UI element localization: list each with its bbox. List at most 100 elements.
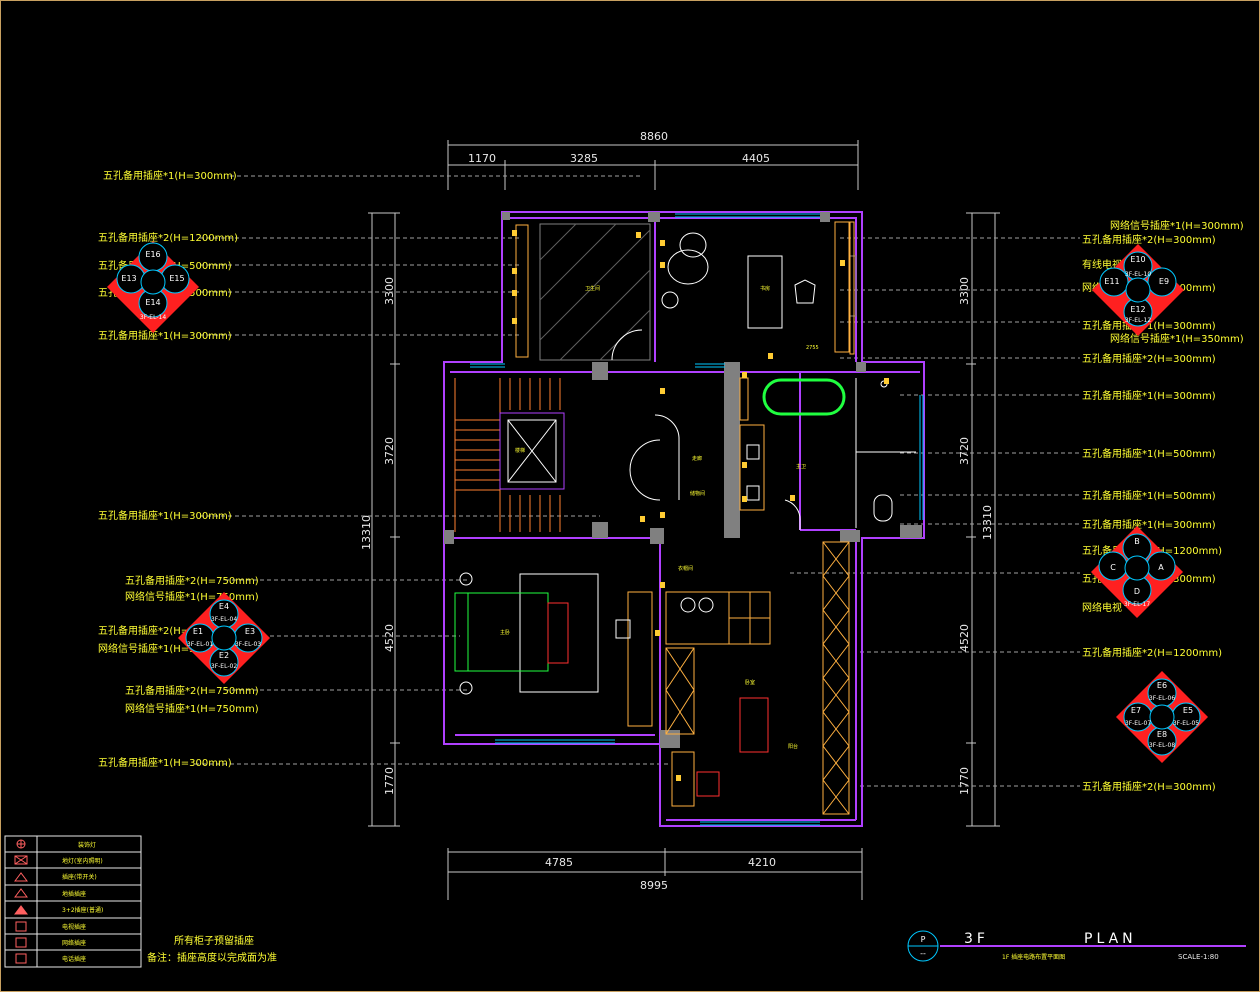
room-label-bath: 卫生间 xyxy=(585,285,600,292)
cluster3-code-l: 3F-EL-01 xyxy=(187,641,213,648)
symbol-bottom: -- xyxy=(920,949,926,958)
cluster4-bottom: D xyxy=(1134,587,1140,596)
dim-top-total: 8860 xyxy=(640,130,668,143)
legend-row-6: 电视插座 xyxy=(62,923,86,931)
right-label-9: 五孔备用插座*1(H=500mm) xyxy=(1082,447,1216,460)
left-label-12: 网络信号插座*1(H=750mm) xyxy=(125,702,259,715)
furniture xyxy=(454,221,916,815)
cluster2-right: E9 xyxy=(1159,277,1169,286)
left-label-6: 五孔备用插座*1(H=300mm) xyxy=(98,509,232,522)
dim-bottom-total: 8995 xyxy=(640,879,668,892)
cluster3-code: 3F-EL-04 xyxy=(211,616,237,623)
dim-bottom-2: 4210 xyxy=(748,856,776,869)
cluster4-right: A xyxy=(1158,563,1164,572)
wall-fills xyxy=(444,212,922,748)
right-label-5: 五孔备用插座*1(H=300mm) xyxy=(1082,319,1216,332)
cluster4-left: C xyxy=(1110,563,1116,572)
cluster1-left: E13 xyxy=(121,274,136,283)
legend-row-3: 插座(带开关) xyxy=(62,873,97,881)
dim-right-1: 3300 xyxy=(958,277,971,305)
socket-marks xyxy=(512,230,889,781)
left-labels: 五孔备用插座*1(H=300mm) 五孔备用插座*2(H=1200mm) 五孔备… xyxy=(98,169,259,769)
legend-floor-light-icon xyxy=(14,855,28,865)
title-block: P -- 3F PLAN 1F 插座电路布置平面图 SCALE-1:80 xyxy=(907,930,1246,962)
cluster3-right: E3 xyxy=(245,627,255,636)
cluster1-bottom: E14 xyxy=(145,298,160,307)
legend-socket-switch-icon xyxy=(14,872,28,882)
outlet-cluster-5: E6 E7 E5 E8 3F-EL-06 3F-EL-07 3F-EL-05 3… xyxy=(1116,671,1208,763)
right-label-1: 网络信号插座*1(H=300mm) xyxy=(1110,219,1244,232)
outlet-cluster-3: E4 E1 E3 E2 3F-EL-04 3F-EL-01 3F-EL-03 3… xyxy=(178,592,270,684)
left-label-11: 五孔备用插座*2(H=750mm) xyxy=(125,684,259,697)
cluster4-top: B xyxy=(1134,537,1140,546)
legend-symbols xyxy=(14,839,28,964)
title-plan: PLAN xyxy=(1084,931,1137,947)
room-label-study: 书房 xyxy=(760,285,770,292)
room-label-stairs: 楼梯 xyxy=(515,447,525,454)
cluster3-code-r: 3F-EL-03 xyxy=(235,641,261,648)
symbol-top: P xyxy=(921,935,926,944)
cluster2-bottom: E12 xyxy=(1130,305,1145,314)
windows xyxy=(470,213,924,826)
dim-right-2: 3720 xyxy=(958,437,971,465)
right-label-7: 五孔备用插座*2(H=300mm) xyxy=(1082,352,1216,365)
dim-left-4: 1770 xyxy=(383,767,396,795)
right-label-15: 五孔备用插座*2(H=1200mm) xyxy=(1082,646,1222,659)
note-line-2: 备注：插座高度以完成面为准 xyxy=(147,951,277,964)
cluster3-code-b: 3F-EL-02 xyxy=(211,663,237,670)
cluster5-code: 3F-EL-06 xyxy=(1149,695,1175,702)
outlet-cluster-1: E16 E13 E15 E14 3F-EL-14 xyxy=(107,241,199,333)
dim-top-2: 3285 xyxy=(570,152,598,165)
left-label-1: 五孔备用插座*1(H=300mm) xyxy=(103,169,237,182)
cluster5-code-r: 3F-EL-05 xyxy=(1173,720,1199,727)
room-label-bedroom: 卧室 xyxy=(745,679,755,686)
room-label-master-bed: 主卧 xyxy=(500,629,510,636)
dim-top-3: 4405 xyxy=(742,152,770,165)
legend-phone-icon xyxy=(15,953,27,964)
cluster5-bottom: E8 xyxy=(1157,730,1167,739)
cluster2-code: 3F-EL-10 xyxy=(1125,271,1151,278)
leader-lines xyxy=(195,175,1080,787)
title-level: 3F xyxy=(964,931,989,947)
dim-left-2: 3720 xyxy=(383,437,396,465)
dimension-texts: 8860 1170 3285 4405 4785 4210 8995 13310… xyxy=(360,130,994,892)
outlet-cluster-4: B C A D 3F-EL-17 xyxy=(1091,526,1183,618)
cluster1-top: E16 xyxy=(145,250,160,259)
legend-row-4: 地插插座 xyxy=(62,890,86,898)
dim-right-4: 1770 xyxy=(958,767,971,795)
dim-right-3: 4520 xyxy=(958,624,971,652)
cluster3-left: E1 xyxy=(193,627,203,636)
legend-socket-icon xyxy=(14,905,28,915)
left-label-5: 五孔备用插座*1(H=300mm) xyxy=(98,329,232,342)
room-label-balcony: 阳台 xyxy=(788,743,798,750)
legend-row-1: 装饰灯 xyxy=(78,841,96,849)
cluster5-right: E5 xyxy=(1183,706,1193,715)
dimension-lines xyxy=(368,140,1000,900)
cluster5-left: E7 xyxy=(1131,706,1141,715)
left-label-2: 五孔备用插座*2(H=1200mm) xyxy=(98,231,238,244)
right-label-11: 五孔备用插座*1(H=300mm) xyxy=(1082,518,1216,531)
left-label-13: 五孔备用插座*1(H=300mm) xyxy=(98,756,232,769)
dim-bottom-1: 4785 xyxy=(545,856,573,869)
cluster3-bottom: E2 xyxy=(219,651,229,660)
room-label-storage: 储物间 xyxy=(690,490,705,497)
right-label-14: 网络电视 xyxy=(1082,601,1122,614)
title-subtitle: 1F 插座电路布置平面图 xyxy=(1002,953,1065,961)
cluster3-top: E4 xyxy=(219,602,229,611)
room-labels: 卫生间 楼梯 走廊 主卫 主卧 衣帽间 书房 卧室 阳台 储物间 2755 xyxy=(500,285,819,750)
right-label-16: 五孔备用插座*2(H=300mm) xyxy=(1082,780,1216,793)
dim-left-1: 3300 xyxy=(383,277,396,305)
legend-row-2: 地灯(室内照明) xyxy=(62,857,103,865)
legend-floor-socket-icon xyxy=(14,888,28,898)
dim-top-1: 1170 xyxy=(468,152,496,165)
left-label-7: 五孔备用插座*2(H=750mm) xyxy=(125,574,259,587)
cluster1-right: E15 xyxy=(169,274,184,283)
title-scale: SCALE-1:80 xyxy=(1178,953,1219,961)
legend-row-8: 电话插座 xyxy=(62,955,86,963)
note-line-1: 所有柜子预留插座 xyxy=(174,934,254,947)
cluster2-top: E10 xyxy=(1130,255,1145,264)
outlet-cluster-2: E10 E11 E9 E12 3F-EL-10 3F-EL-12 xyxy=(1092,244,1184,336)
cluster5-code-b: 3F-EL-08 xyxy=(1149,742,1175,749)
cluster4-code: 3F-EL-17 xyxy=(1124,601,1150,608)
